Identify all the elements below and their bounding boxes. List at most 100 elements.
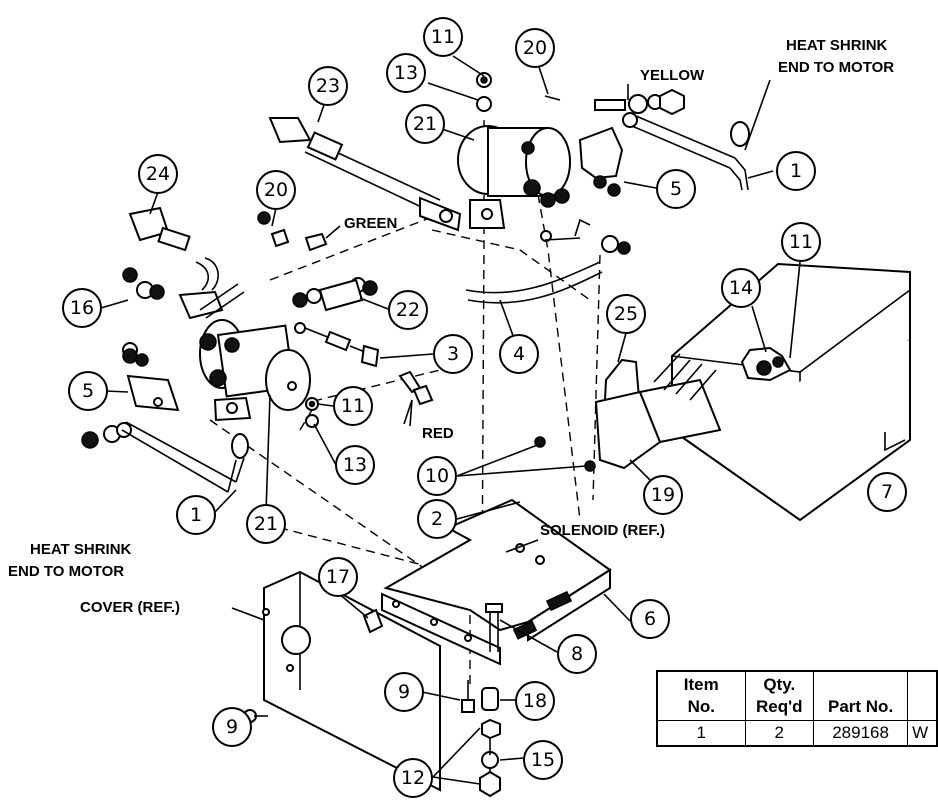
callout-18: 18	[515, 681, 555, 721]
svg-text:25: 25	[614, 303, 638, 325]
cover-ref	[262, 570, 441, 792]
svg-text:1: 1	[790, 160, 802, 182]
callout-12: 12	[393, 758, 433, 798]
label-heat-shrink-top: HEAT SHRINK	[786, 37, 888, 54]
callout-9: 9	[212, 707, 252, 747]
svg-text:21: 21	[254, 513, 278, 535]
callout-5: 5	[656, 169, 696, 209]
cable-22	[292, 277, 378, 312]
label-end-to-motor-left: END TO MOTOR	[8, 563, 124, 580]
table-row: 1 2 289168 W	[656, 720, 938, 747]
header-qty: Qty.Req'd	[744, 670, 815, 721]
callout-25: 25	[606, 294, 646, 334]
svg-text:13: 13	[394, 62, 418, 84]
callout-17: 17	[318, 557, 358, 597]
svg-text:22: 22	[396, 299, 420, 321]
callout-14: 14	[721, 268, 761, 308]
svg-text:2: 2	[431, 508, 443, 530]
callout-21: 21	[405, 104, 445, 144]
svg-text:17: 17	[326, 566, 350, 588]
label-cover-ref: COVER (REF.)	[80, 599, 180, 616]
svg-text:20: 20	[523, 37, 547, 59]
label-heat-shrink-left: HEAT SHRINK	[30, 541, 132, 558]
callout-13: 13	[386, 53, 426, 93]
svg-text:24: 24	[146, 163, 170, 185]
callout-21: 21	[246, 504, 286, 544]
callout-4: 4	[499, 334, 539, 374]
callout-9: 9	[384, 672, 424, 712]
svg-text:18: 18	[523, 690, 547, 712]
svg-text:9: 9	[398, 681, 410, 703]
svg-text:6: 6	[644, 608, 656, 630]
svg-text:7: 7	[881, 481, 893, 503]
svg-text:10: 10	[425, 465, 449, 487]
callout-1: 1	[176, 495, 216, 535]
svg-text:5: 5	[670, 178, 682, 200]
label-solenoid-ref: SOLENOID (REF.)	[540, 522, 665, 539]
cell-desc: W	[907, 720, 938, 747]
base-plate-6	[381, 498, 612, 666]
cable-4	[465, 218, 631, 304]
cell-qty: 2	[744, 720, 815, 747]
svg-text:21: 21	[413, 113, 437, 135]
callout-3: 3	[433, 334, 473, 374]
green-wire	[257, 211, 341, 252]
svg-text:14: 14	[729, 277, 753, 299]
svg-text:3: 3	[447, 343, 459, 365]
svg-text:11: 11	[789, 231, 813, 253]
svg-text:19: 19	[651, 484, 675, 506]
svg-text:9: 9	[226, 716, 238, 738]
red-terminal	[398, 370, 434, 427]
cable-top-right	[622, 112, 750, 191]
svg-text:5: 5	[82, 380, 94, 402]
misc-hardware	[243, 608, 501, 798]
callout-6: 6	[630, 599, 670, 639]
cable-left	[81, 421, 249, 493]
switch-assembly	[534, 353, 722, 472]
svg-text:12: 12	[401, 767, 425, 789]
callout-20: 20	[256, 170, 296, 210]
callout-24: 24	[138, 154, 178, 194]
svg-text:20: 20	[264, 179, 288, 201]
label-green: GREEN	[344, 215, 397, 232]
svg-text:13: 13	[343, 454, 367, 476]
callout-15: 15	[523, 740, 563, 780]
svg-text:11: 11	[431, 26, 455, 48]
callout-22: 22	[388, 290, 428, 330]
bracket-5-top	[578, 126, 624, 197]
cell-part: 289168	[813, 720, 909, 747]
svg-text:8: 8	[571, 643, 583, 665]
svg-text:15: 15	[531, 749, 555, 771]
callout-1: 1	[776, 151, 816, 191]
label-end-to-motor-top: END TO MOTOR	[778, 59, 894, 76]
callout-11: 11	[423, 17, 463, 57]
cable-24	[128, 206, 245, 320]
yellow-wire	[544, 88, 685, 116]
label-yellow: YELLOW	[640, 67, 705, 84]
callout-19: 19	[643, 475, 683, 515]
text-labels: HEAT SHRINK END TO MOTOR YELLOW GREEN RE…	[8, 37, 894, 616]
svg-text:11: 11	[341, 395, 365, 417]
nuts-left-16	[122, 267, 165, 367]
svg-text:16: 16	[70, 297, 94, 319]
label-red: RED	[422, 425, 454, 442]
solenoid-left	[199, 319, 311, 422]
header-description	[907, 670, 938, 721]
washers-hardware	[305, 72, 492, 428]
bolt-8	[485, 603, 503, 652]
callout-11: 11	[333, 386, 373, 426]
wire-3	[294, 322, 380, 368]
solenoid-top	[457, 125, 571, 229]
svg-text:1: 1	[190, 504, 202, 526]
callout-10: 10	[417, 456, 457, 496]
callout-23: 23	[308, 66, 348, 106]
cell-item: 1	[656, 720, 746, 747]
callout-8: 8	[557, 634, 597, 674]
leader-lines	[100, 55, 801, 785]
callout-5: 5	[68, 371, 108, 411]
header-part-no: Part No.	[813, 670, 909, 721]
